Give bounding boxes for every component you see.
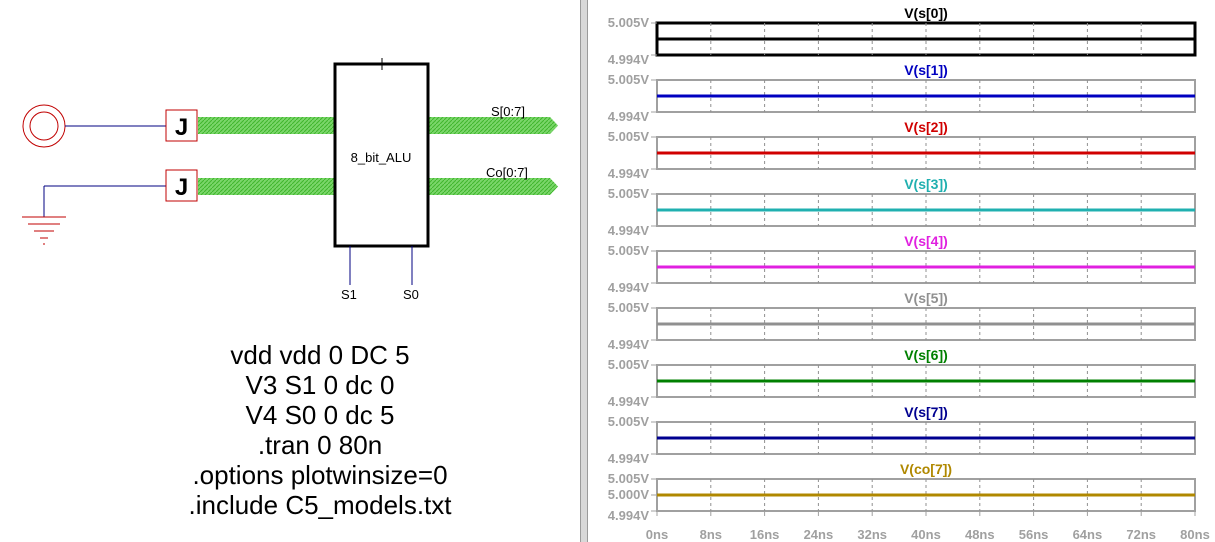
pane-title: V(co[7])	[900, 461, 952, 477]
spice-directive[interactable]: .tran 0 80n	[257, 430, 383, 460]
y-tick-label: 4.994V	[608, 337, 650, 352]
x-tick-label: 8ns	[700, 527, 722, 542]
junction-box-a[interactable]: J	[165, 109, 198, 142]
component-label: 8_bit_ALU	[351, 150, 412, 165]
x-tick-label: 40ns	[911, 527, 941, 542]
x-tick-label: 16ns	[750, 527, 780, 542]
spice-directive[interactable]: V4 S0 0 dc 5	[245, 400, 395, 430]
bus-wire-input-b	[198, 178, 335, 195]
x-tick-label: 56ns	[1019, 527, 1049, 542]
y-tick-label: 5.005V	[608, 357, 650, 372]
pane-title: V(s[0])	[904, 5, 948, 21]
bus-wire-co	[428, 178, 558, 195]
junction-box-b[interactable]: J	[165, 169, 198, 202]
x-tick-label: 32ns	[857, 527, 887, 542]
ground-icon[interactable]	[22, 186, 66, 245]
spice-directive[interactable]: V3 S1 0 dc 0	[245, 370, 395, 400]
y-tick-label: 4.994V	[608, 223, 650, 238]
alu-component[interactable]: 8_bit_ALU	[333, 58, 430, 248]
y-tick-label: 4.994V	[608, 451, 650, 466]
spice-directive[interactable]: .options plotwinsize=0	[192, 460, 448, 490]
y-tick-label: 4.994V	[608, 280, 650, 295]
x-tick-label: 80ns	[1180, 527, 1210, 542]
y-tick-label: 5.005V	[608, 414, 650, 429]
x-tick-label: 72ns	[1126, 527, 1156, 542]
spice-directive[interactable]: .include C5_models.txt	[188, 490, 452, 520]
waveform-plot[interactable]: V(s[0]) 5.005V 4.994V V(s[1]) 5.005V 4.994V V(…	[588, 0, 1215, 542]
pane-title: V(s[4])	[904, 233, 948, 249]
schematic-canvas[interactable]: J J 8_bit_ALU S1 S0 S[0:7] Co[0:7]	[0, 0, 580, 542]
y-tick-label: 5.005V	[608, 243, 650, 258]
bus-wire-input-a	[198, 117, 335, 134]
y-tick-label: 5.000V	[608, 487, 650, 502]
net-label-co: Co[0:7]	[486, 165, 528, 180]
y-tick-label: 5.005V	[608, 72, 650, 87]
y-tick-label: 5.005V	[608, 129, 650, 144]
pane-title: V(s[2])	[904, 119, 948, 135]
spice-directive[interactable]: vdd vdd 0 DC 5	[230, 340, 410, 370]
x-tick-label: 24ns	[804, 527, 834, 542]
pane-title: V(s[3])	[904, 176, 948, 192]
net-label-s: S[0:7]	[491, 104, 525, 119]
y-tick-label: 4.994V	[608, 52, 650, 67]
schematic-editor[interactable]: J J 8_bit_ALU S1 S0 S[0:7] Co[0:7] vdd v…	[0, 0, 580, 542]
y-tick-label: 4.994V	[608, 394, 650, 409]
y-tick-label: 5.005V	[608, 471, 650, 486]
x-tick-label: 0ns	[646, 527, 668, 542]
y-tick-label: 5.005V	[608, 300, 650, 315]
waveform-viewer[interactable]: V(s[0]) 5.005V 4.994V V(s[1]) 5.005V 4.994V V(…	[588, 0, 1215, 542]
y-tick-label: 4.994V	[608, 508, 650, 523]
y-tick-label: 5.005V	[608, 186, 650, 201]
junction-label: J	[175, 174, 188, 201]
pane-title: V(s[5])	[904, 290, 948, 306]
pane-title: V(s[1])	[904, 62, 948, 78]
pane-title: V(s[7])	[904, 404, 948, 420]
y-tick-label: 4.994V	[608, 109, 650, 124]
pane-title: V(s[6])	[904, 347, 948, 363]
voltage-source-icon[interactable]	[22, 104, 66, 148]
pin-label-s0: S0	[403, 287, 419, 302]
window-splitter[interactable]	[580, 0, 588, 542]
junction-label: J	[175, 114, 188, 141]
x-tick-label: 48ns	[965, 527, 995, 542]
bus-wire-s	[428, 117, 558, 134]
pin-label-s1: S1	[341, 287, 357, 302]
x-tick-label: 64ns	[1073, 527, 1103, 542]
y-tick-label: 5.005V	[608, 15, 650, 30]
y-tick-label: 4.994V	[608, 166, 650, 181]
